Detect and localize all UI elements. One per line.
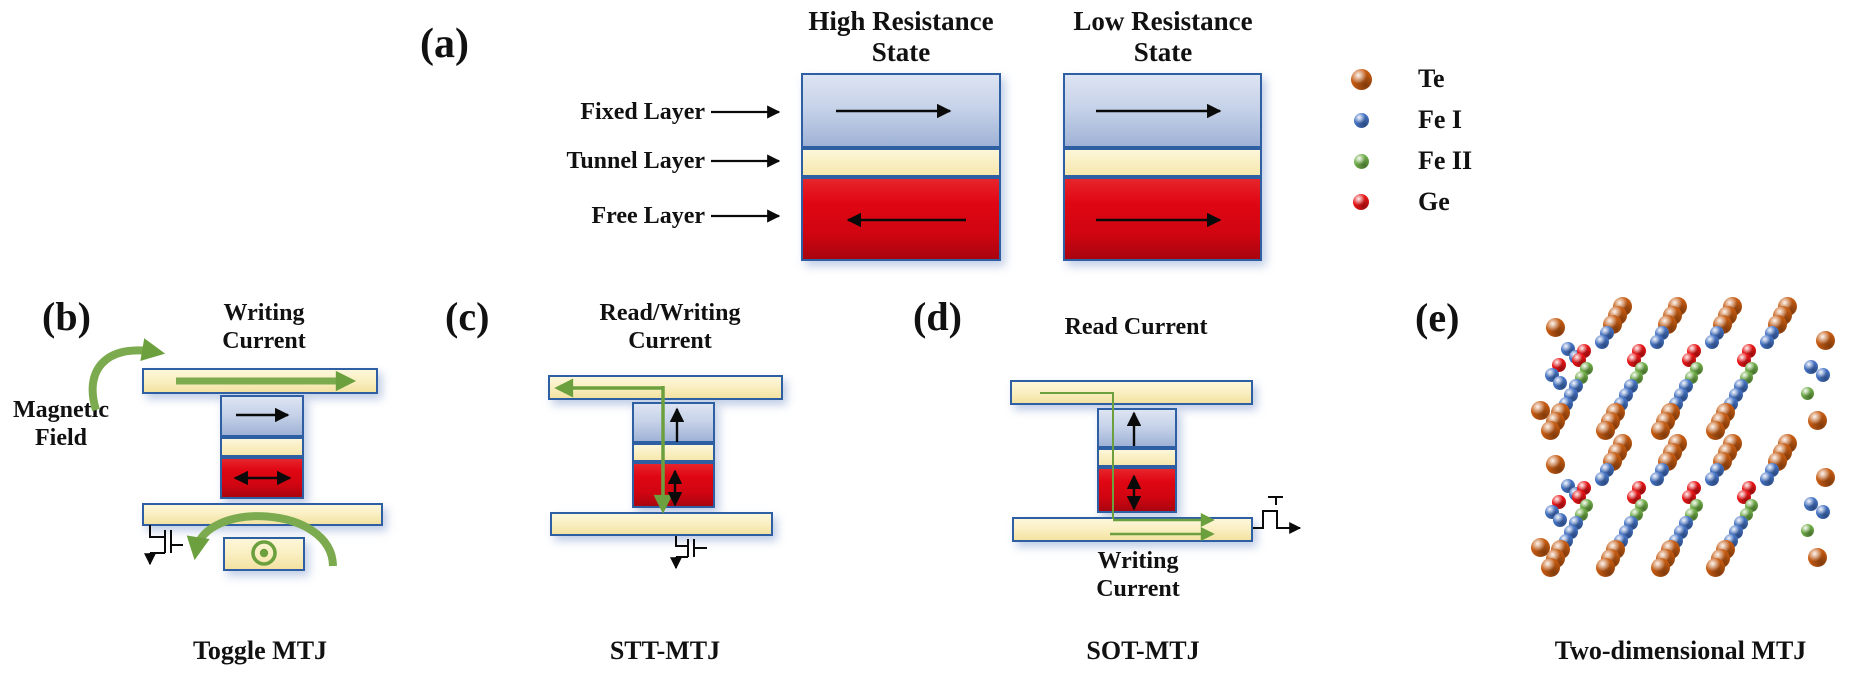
free-layer-b (220, 457, 304, 499)
legend-item: Fe I (1348, 107, 1472, 133)
free-layer-label: Free Layer (591, 203, 706, 229)
fe1-atom-sphere-icon (1650, 335, 1664, 349)
fixed-layer-low (1063, 73, 1262, 148)
te-atom-sphere-icon (1650, 420, 1670, 440)
transistor-b-icon (149, 525, 183, 554)
free-layer-d (1097, 467, 1177, 513)
fe1-atom-sphere-icon (1760, 472, 1774, 486)
top-electrode-b (142, 368, 378, 394)
panel-d-label: (d) (913, 294, 962, 339)
transistor-c-icon (675, 536, 707, 558)
stt-mtj-caption: STT-MTJ (609, 636, 721, 665)
fe1-atom-sphere-icon (1595, 472, 1609, 486)
bottom-electrode-c (550, 512, 773, 536)
te-atom-sphere-icon (1815, 330, 1835, 350)
sot-mtj-caption: SOT-MTJ (1086, 636, 1200, 665)
fe1-atom-sphere-icon (1353, 112, 1369, 128)
te-atom-sphere-icon (1815, 467, 1835, 487)
fixed-layer-b (220, 395, 304, 437)
te-atom-sphere-icon (1540, 420, 1560, 440)
fe1-atom-sphere-icon (1804, 497, 1818, 511)
fe1-atom-sphere-icon (1816, 505, 1830, 519)
fe1-atom-sphere-icon (1595, 335, 1609, 349)
te-atom-sphere-icon (1530, 400, 1550, 420)
top-electrode-d (1010, 380, 1253, 405)
legend-item: Fe II (1348, 148, 1472, 174)
high-resistance-stack (801, 73, 1001, 261)
te-atom-sphere-icon (1807, 547, 1827, 567)
fe1-atom-sphere-icon (1760, 335, 1774, 349)
fe1-atom-sphere-icon (1816, 368, 1830, 382)
te-atom-sphere-icon (1595, 420, 1615, 440)
te-atom-sphere-icon (1545, 317, 1565, 337)
fixed-layer-c (632, 402, 715, 443)
low-resistance-stack (1063, 73, 1262, 261)
legend-label: Ge (1418, 187, 1450, 216)
ge-atom-sphere-icon (1353, 194, 1369, 210)
writing-current-label-d: Writing Current (1096, 548, 1180, 602)
read-current-label: Read Current (1064, 314, 1208, 340)
pulse-tick-icon (1268, 496, 1283, 505)
sot-channel-d (1012, 517, 1253, 542)
mtj-stack-c (632, 402, 715, 508)
te-atom-sphere-icon (1350, 68, 1372, 90)
legend-label: Fe I (1418, 105, 1463, 134)
legend-label: Fe II (1418, 146, 1473, 175)
legend-label: Te (1418, 64, 1445, 93)
free-layer-low (1063, 177, 1262, 261)
crystal-lattice (1495, 297, 1847, 590)
tunnel-layer-label: Tunnel Layer (566, 148, 705, 174)
te-atom-sphere-icon (1705, 557, 1725, 577)
tunnel-layer-high (801, 148, 1001, 177)
tunnel-layer-d (1097, 448, 1177, 467)
fixed-layer-label: Fixed Layer (580, 99, 705, 125)
panel-c-label: (c) (445, 294, 490, 339)
legend-item: Te (1348, 66, 1472, 92)
te-atom-sphere-icon (1595, 557, 1615, 577)
te-atom-sphere-icon (1540, 557, 1560, 577)
free-layer-c (632, 462, 715, 508)
read-writing-current-label: Read/Writing Current (599, 300, 741, 354)
field-line-bar-b (223, 537, 305, 571)
magnetic-field-label: Magnetic Field (13, 397, 109, 451)
te-atom-sphere-icon (1545, 454, 1565, 474)
fe2-atom-sphere-icon (1353, 153, 1369, 169)
fe1-atom-sphere-icon (1553, 376, 1567, 390)
panel-b-label: (b) (42, 294, 91, 339)
legend-item: Ge (1348, 189, 1472, 215)
high-resistance-heading: High Resistance State (808, 6, 994, 68)
mtj-stack-b (220, 395, 304, 499)
te-atom-sphere-icon (1650, 557, 1670, 577)
atom-legend: Te Fe I Fe II Ge (1348, 66, 1472, 215)
toggle-mtj-caption: Toggle MTJ (192, 636, 328, 665)
fe1-atom-sphere-icon (1650, 472, 1664, 486)
bottom-electrode-b (142, 503, 383, 526)
fe2-atom-sphere-icon (1800, 523, 1814, 537)
te-atom-sphere-icon (1530, 537, 1550, 557)
tunnel-layer-b (220, 437, 304, 457)
te-atom-sphere-icon (1807, 410, 1827, 430)
fe1-atom-sphere-icon (1705, 335, 1719, 349)
fe1-atom-sphere-icon (1804, 360, 1818, 374)
panel-a-label: (a) (420, 21, 469, 67)
top-electrode-c (548, 375, 783, 400)
fe1-atom-sphere-icon (1553, 513, 1567, 527)
two-dimensional-mtj-caption: Two-dimensional MTJ (1554, 636, 1807, 665)
free-layer-high (801, 177, 1001, 261)
fixed-layer-d (1097, 408, 1177, 448)
tunnel-layer-low (1063, 148, 1262, 177)
mtj-stack-d (1097, 408, 1177, 513)
pulse-icon (1253, 510, 1290, 529)
writing-current-label-b: Writing Current (222, 300, 306, 354)
fe2-atom-sphere-icon (1800, 386, 1814, 400)
low-resistance-heading: Low Resistance State (1073, 6, 1253, 68)
fe1-atom-sphere-icon (1705, 472, 1719, 486)
panel-e-label: (e) (1415, 295, 1460, 340)
tunnel-layer-c (632, 443, 715, 462)
fixed-layer-high (801, 73, 1001, 148)
te-atom-sphere-icon (1705, 420, 1725, 440)
